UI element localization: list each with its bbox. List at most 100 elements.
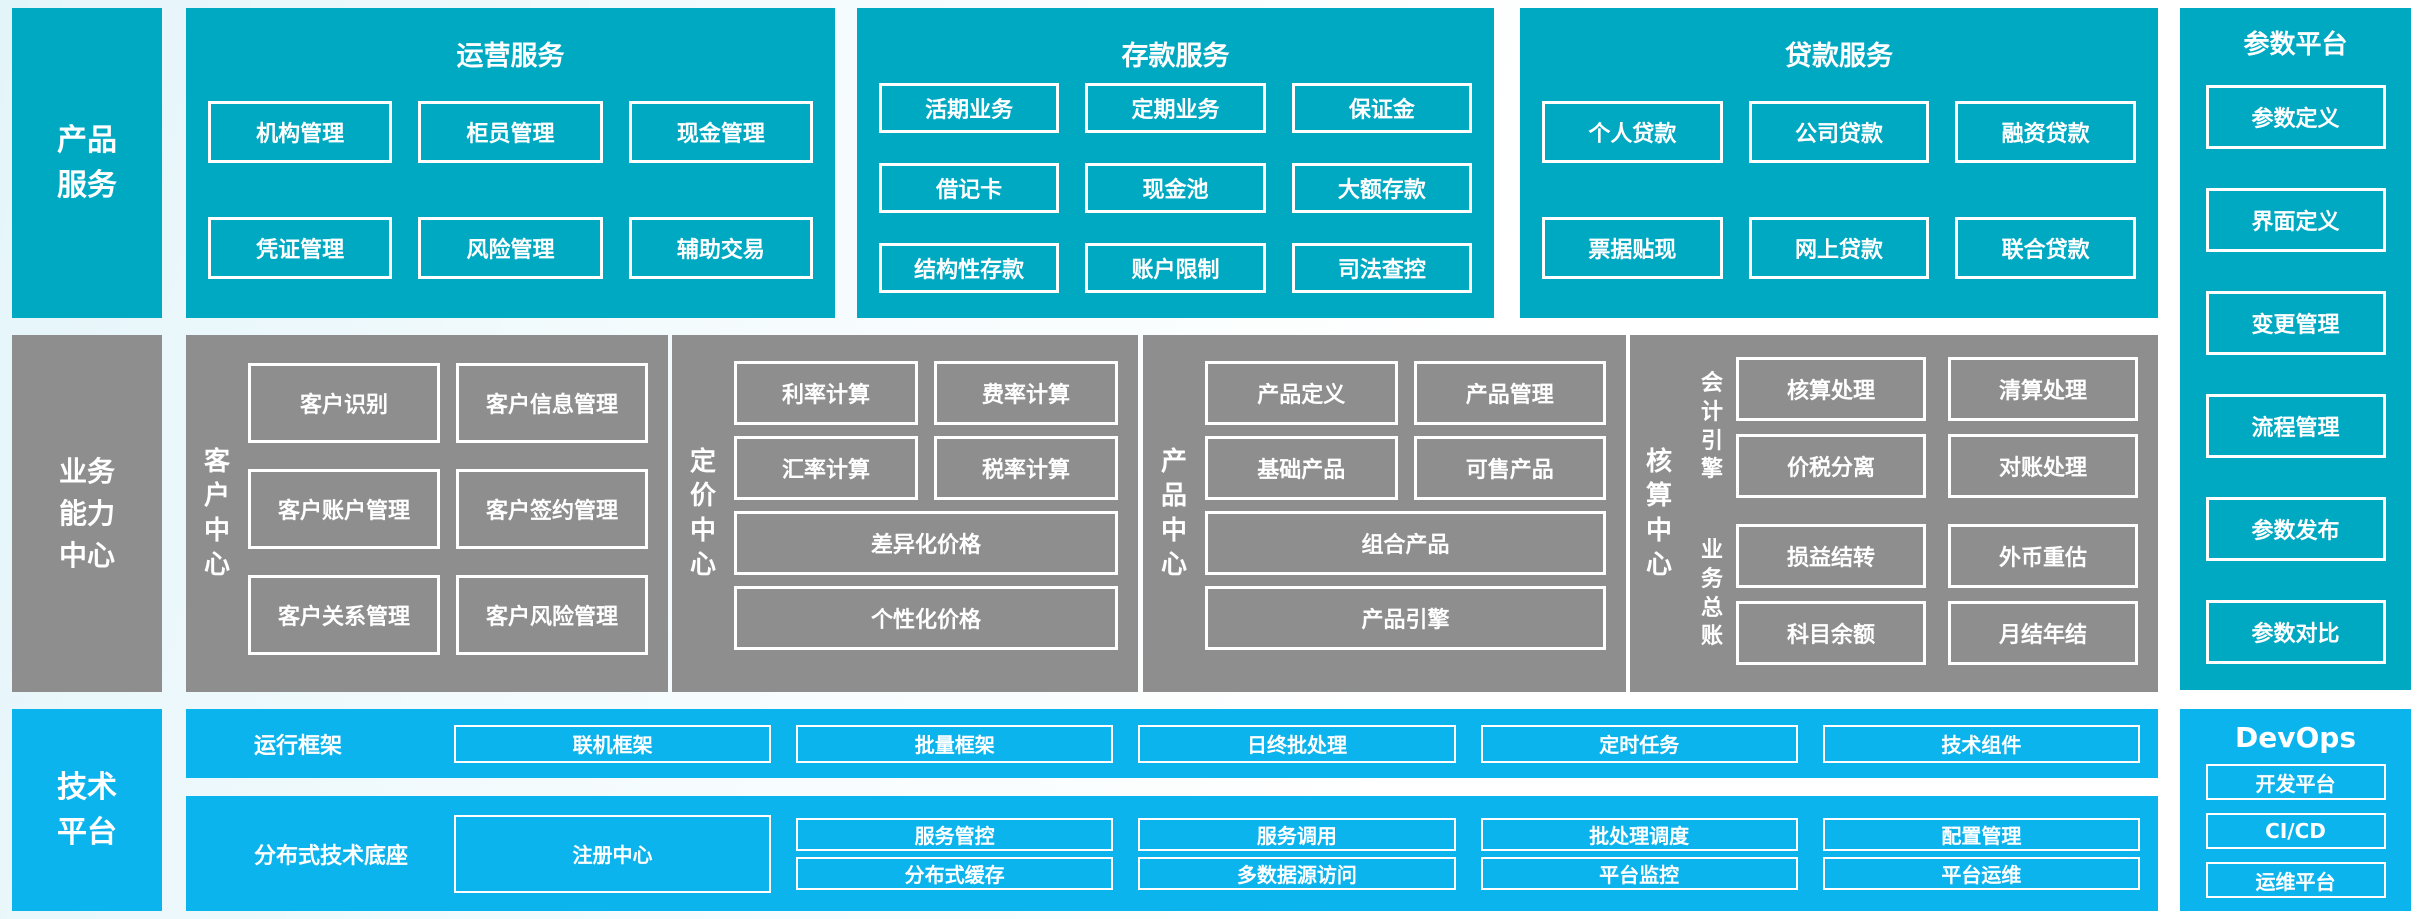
module-box: 辅助交易	[628, 217, 813, 279]
module-box: 多数据源访问	[1138, 856, 1456, 890]
module-box: 平台运维	[1822, 856, 2140, 890]
module-box: 定期业务	[1085, 83, 1266, 133]
vertical-label: 核算中心	[1645, 446, 1672, 580]
module-box: 月结年结	[1948, 601, 2138, 665]
devops-title: DevOps	[2235, 721, 2356, 754]
module-box: 参数定义	[2205, 85, 2386, 149]
module-box: 结构性存款	[879, 243, 1060, 293]
module-box: 客户信息管理	[456, 363, 648, 443]
module-pair: 批处理调度 平台监控	[1480, 817, 1798, 890]
product-grid: 产品定义 产品管理 基础产品 可售产品 组合产品 产品引擎	[1205, 361, 1606, 692]
section-devops: DevOps 开发平台 CI/CD 运维平台	[2180, 709, 2411, 911]
module-box: 凭证管理	[208, 217, 393, 279]
module-box: 利率计算	[734, 361, 918, 425]
module-box: 产品定义	[1205, 361, 1398, 425]
module-box: 对账处理	[1948, 434, 2138, 498]
module-box: 联合贷款	[1955, 217, 2136, 279]
module-box: 服务调用	[1138, 817, 1456, 851]
section-pricing-center: 定价中心 利率计算 费率计算 汇率计算 税率计算 差异化价格 个性化价格	[672, 335, 1138, 692]
module-box: CI/CD	[2205, 813, 2386, 849]
module-box: 组合产品	[1205, 511, 1606, 575]
section-accounting-center: 核算中心 会计引擎 核算处理 清算处理 价税分离 对账处理 业务总账 损	[1630, 335, 2158, 692]
module-box: 运维平台	[2205, 862, 2386, 898]
module-box: 借记卡	[879, 163, 1060, 213]
module-box: 个性化价格	[734, 586, 1118, 650]
module-box: 批处理调度	[1480, 817, 1798, 851]
module-box: 现金池	[1085, 163, 1266, 213]
vertical-label: 客户中心	[203, 446, 230, 580]
sidebar-business-capability-center: 业务 能力 中心	[12, 335, 162, 692]
module-box: 清算处理	[1948, 357, 2138, 421]
module-box: 服务管控	[796, 817, 1114, 851]
module-box: 活期业务	[879, 83, 1060, 133]
deposit-grid: 活期业务 定期业务 保证金 借记卡 现金池 大额存款 结构性存款 账户限制 司法…	[857, 83, 1494, 293]
module-box: 定时任务	[1480, 724, 1798, 763]
section-operations-services: 运营服务 机构管理 柜员管理 现金管理 凭证管理 风险管理 辅助交易	[186, 8, 835, 318]
section-deposit-services: 存款服务 活期业务 定期业务 保证金 借记卡 现金池 大额存款 结构性存款 账户…	[857, 8, 1494, 318]
bar-label: 运行框架	[254, 733, 343, 759]
module-box: 科目余额	[1736, 601, 1926, 665]
module-box: 差异化价格	[734, 511, 1118, 575]
module-box: 汇率计算	[734, 436, 918, 500]
sidebar-product-services: 产品 服务	[12, 8, 162, 318]
module-box: 公司贷款	[1748, 101, 1930, 163]
module-box: 保证金	[1291, 83, 1472, 133]
accounting-groups: 会计引擎 核算处理 清算处理 价税分离 对账处理 业务总账 损益结转 外币重估 …	[1688, 357, 2138, 692]
module-box: 可售产品	[1413, 436, 1606, 500]
module-box: 核算处理	[1736, 357, 1926, 421]
module-box: 注册中心	[454, 814, 771, 893]
module-box: 融资贷款	[1955, 101, 2136, 163]
bar-runtime-framework: 运行框架 联机框架 批量框架 日终批处理 定时任务 技术组件	[186, 709, 2158, 778]
module-box: 费率计算	[934, 361, 1118, 425]
vertical-sublabel: 业务总账	[1700, 538, 1723, 650]
section-loan-services: 贷款服务 个人贷款 公司贷款 融资贷款 票据贴现 网上贷款 联合贷款	[1520, 8, 2158, 318]
module-box: 风险管理	[418, 217, 603, 279]
module-box: 产品管理	[1413, 361, 1606, 425]
module-box: 联机框架	[454, 724, 772, 763]
module-box: 参数发布	[2205, 497, 2386, 561]
distributed-items: 注册中心 服务管控 分布式缓存 服务调用 多数据源访问 批处理调度 平台监控 配…	[454, 814, 2158, 893]
module-box: 损益结转	[1736, 524, 1926, 588]
module-box: 税率计算	[934, 436, 1118, 500]
parameter-stack: 参数定义 界面定义 变更管理 流程管理 参数发布 参数对比	[2180, 85, 2411, 664]
module-box: 参数对比	[2205, 600, 2386, 664]
module-box: 批量框架	[796, 724, 1114, 763]
loan-grid: 个人贷款 公司贷款 融资贷款 票据贴现 网上贷款 联合贷款	[1520, 101, 2158, 279]
module-box: 客户风险管理	[456, 575, 648, 655]
module-box: 账户限制	[1085, 243, 1266, 293]
module-box: 机构管理	[208, 101, 393, 163]
module-box: 司法查控	[1291, 243, 1472, 293]
sidebar-technology-platform: 技术 平台	[12, 709, 162, 911]
module-box: 界面定义	[2205, 188, 2386, 252]
vertical-label: 产品中心	[1160, 446, 1187, 580]
module-pair: 服务调用 多数据源访问	[1138, 817, 1456, 890]
bar-label: 分布式技术底座	[254, 843, 409, 869]
business-ledger-group: 业务总账 损益结转 外币重估 科目余额 月结年结	[1688, 524, 2138, 665]
vertical-sublabel: 会计引擎	[1700, 371, 1723, 483]
section-parameter-platform: 参数平台 参数定义 界面定义 变更管理 流程管理 参数发布 参数对比	[2180, 8, 2411, 690]
runtime-items: 联机框架 批量框架 日终批处理 定时任务 技术组件	[454, 724, 2158, 763]
module-box: 大额存款	[1291, 163, 1472, 213]
module-box: 开发平台	[2205, 764, 2386, 800]
module-box: 柜员管理	[418, 101, 603, 163]
module-box: 流程管理	[2205, 394, 2386, 458]
devops-stack: 开发平台 CI/CD 运维平台	[2205, 764, 2386, 898]
section-title: 贷款服务	[1785, 41, 1893, 72]
module-box: 客户关系管理	[248, 575, 440, 655]
module-box: 平台监控	[1480, 856, 1798, 890]
module-box: 价税分离	[1736, 434, 1926, 498]
accounting-engine-grid: 核算处理 清算处理 价税分离 对账处理	[1736, 357, 2138, 498]
section-title: 运营服务	[456, 41, 565, 72]
module-box: 配置管理	[1822, 817, 2140, 851]
module-box: 基础产品	[1205, 436, 1398, 500]
customer-grid: 客户识别 客户信息管理 客户账户管理 客户签约管理 客户关系管理 客户风险管理	[248, 363, 648, 692]
module-box: 个人贷款	[1542, 101, 1723, 163]
module-box: 产品引擎	[1205, 586, 1606, 650]
operations-grid: 机构管理 柜员管理 现金管理 凭证管理 风险管理 辅助交易	[186, 101, 835, 279]
module-box: 客户签约管理	[456, 469, 648, 549]
module-box: 日终批处理	[1138, 724, 1456, 763]
accounting-engine-group: 会计引擎 核算处理 清算处理 价税分离 对账处理	[1688, 357, 2138, 498]
bar-distributed-base: 分布式技术底座 注册中心 服务管控 分布式缓存 服务调用 多数据源访问 批处理调…	[186, 796, 2158, 911]
section-product-center: 产品中心 产品定义 产品管理 基础产品 可售产品 组合产品 产品引擎	[1143, 335, 1626, 692]
